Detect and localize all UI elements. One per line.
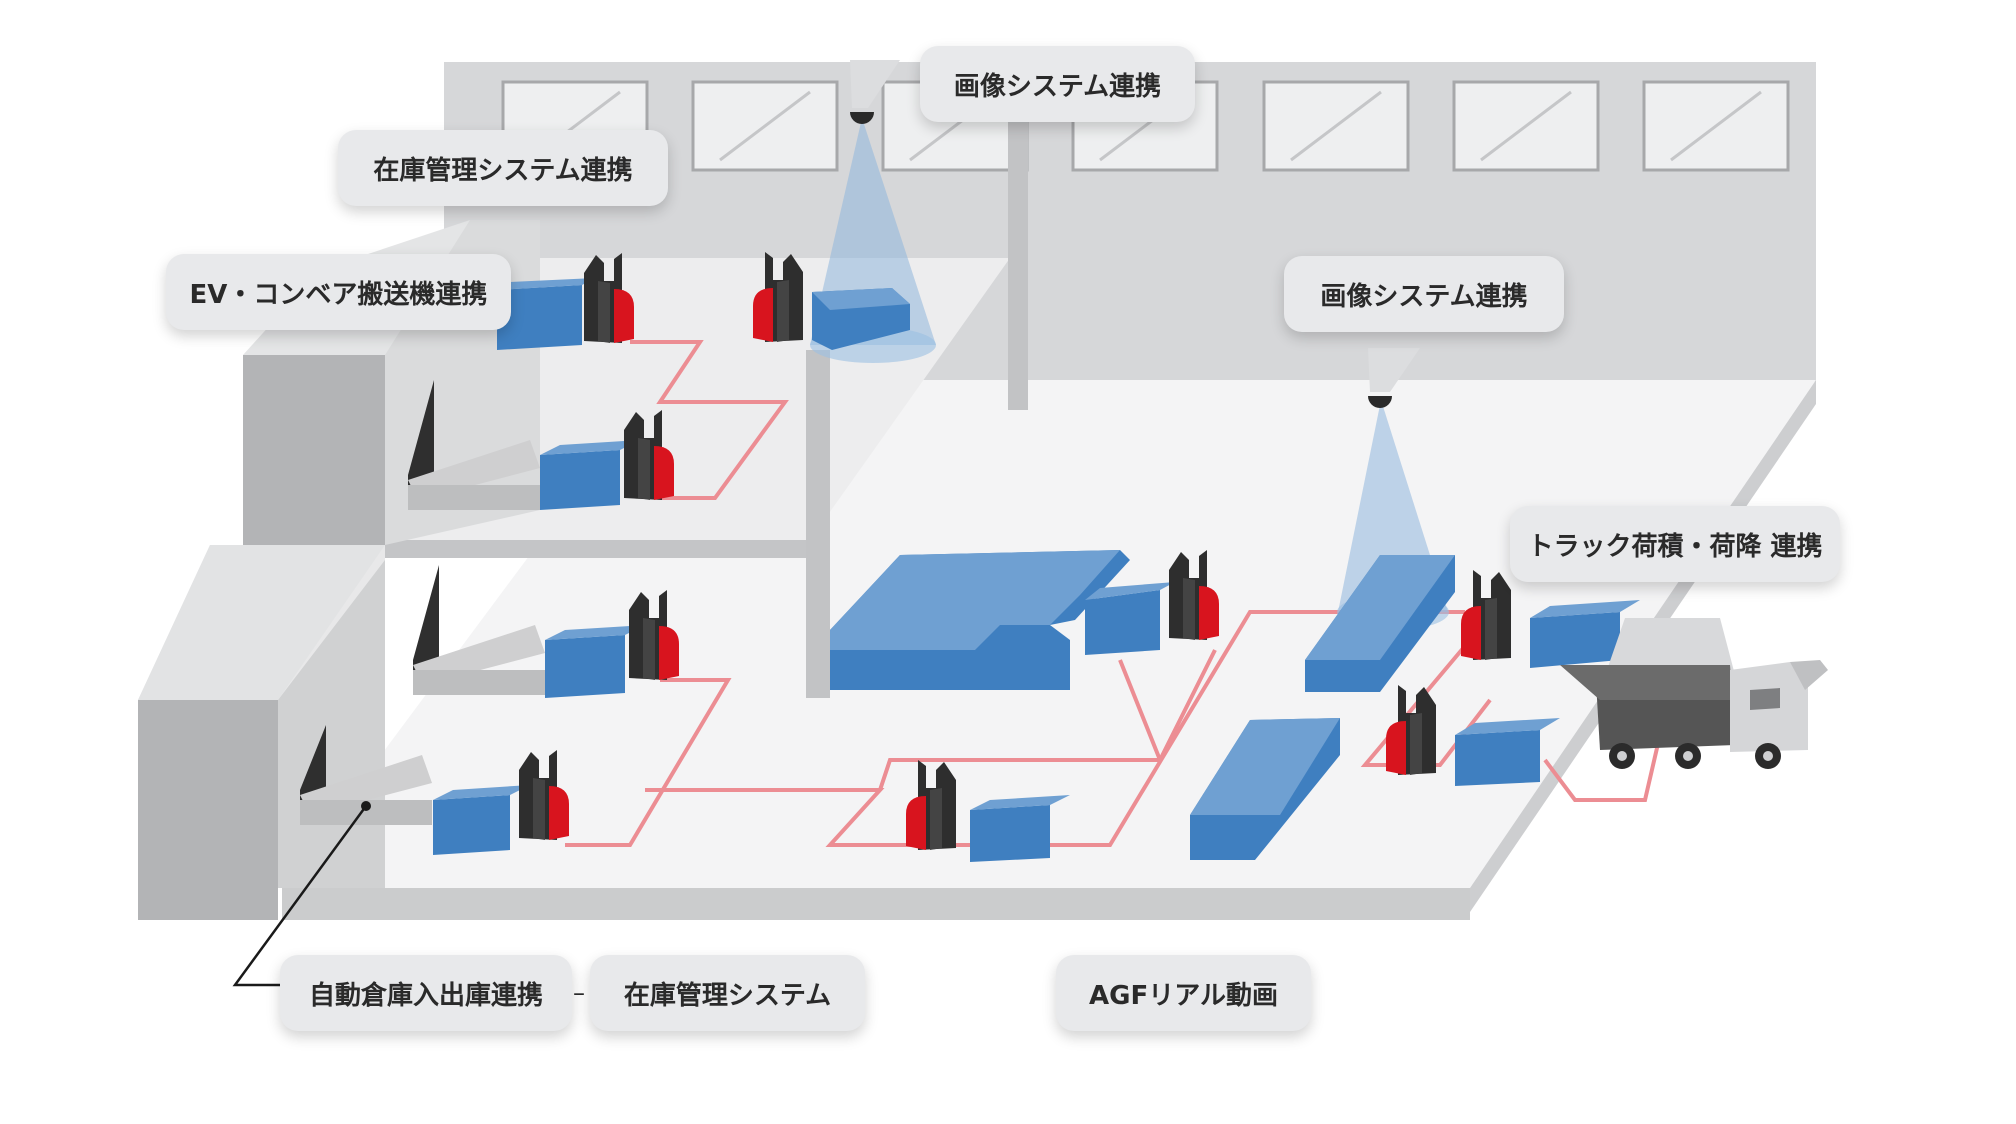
security-camera-icon bbox=[850, 60, 1420, 408]
tag-image-system-right[interactable]: 画像システム連携 bbox=[1284, 256, 1564, 332]
tag-auto-warehouse[interactable]: 自動倉庫入出庫連携 bbox=[280, 955, 572, 1031]
tag-ev-conveyor[interactable]: EV・コンベア搬送機連携 bbox=[166, 254, 511, 330]
tag-image-system-top[interactable]: 画像システム連携 bbox=[920, 46, 1195, 122]
tag-truck-loading[interactable]: トラック荷積・荷降 連携 bbox=[1510, 506, 1840, 582]
tag-inventory-system[interactable]: 在庫管理システム bbox=[590, 955, 865, 1031]
truck-icon bbox=[1560, 618, 1828, 769]
callout-line bbox=[232, 805, 368, 987]
label-separator: – bbox=[573, 979, 585, 1007]
conveyors bbox=[300, 380, 545, 825]
tag-agf-video[interactable]: AGFリアル動画 bbox=[1056, 955, 1311, 1031]
tag-inventory-link[interactable]: 在庫管理システム連携 bbox=[338, 130, 668, 206]
cargo-boxes bbox=[433, 278, 1640, 862]
